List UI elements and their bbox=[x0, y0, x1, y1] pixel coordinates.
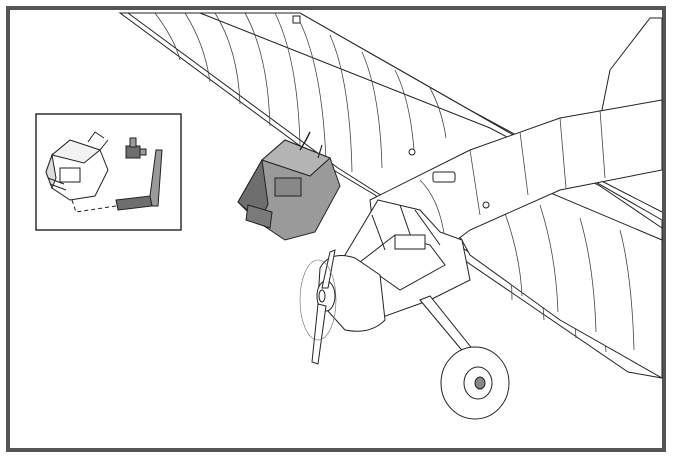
servo bbox=[394, 234, 426, 250]
inset-detail bbox=[35, 113, 182, 231]
receiver-antenna-wire bbox=[299, 131, 311, 151]
landing-gear bbox=[419, 295, 510, 420]
inset-antenna-connector bbox=[125, 137, 147, 159]
wing-bolt-left bbox=[408, 148, 416, 156]
receiver-label-panel bbox=[274, 177, 302, 197]
wing-bolt-right bbox=[482, 201, 490, 209]
wing-latch bbox=[432, 171, 456, 183]
prop-disc-edge bbox=[299, 259, 337, 341]
inset-antenna-module bbox=[115, 149, 163, 211]
propeller-blade-bottom bbox=[311, 303, 327, 365]
inset-receiver bbox=[45, 131, 109, 201]
wheel-hub bbox=[474, 376, 486, 390]
propeller-blade-top bbox=[321, 249, 336, 289]
wing-marker bbox=[292, 15, 301, 24]
nose bbox=[299, 249, 386, 365]
receiver-pins bbox=[245, 204, 273, 229]
spinner-tip bbox=[318, 289, 326, 303]
receiver-highlighted bbox=[237, 131, 341, 241]
receiver-top-face bbox=[261, 139, 331, 177]
